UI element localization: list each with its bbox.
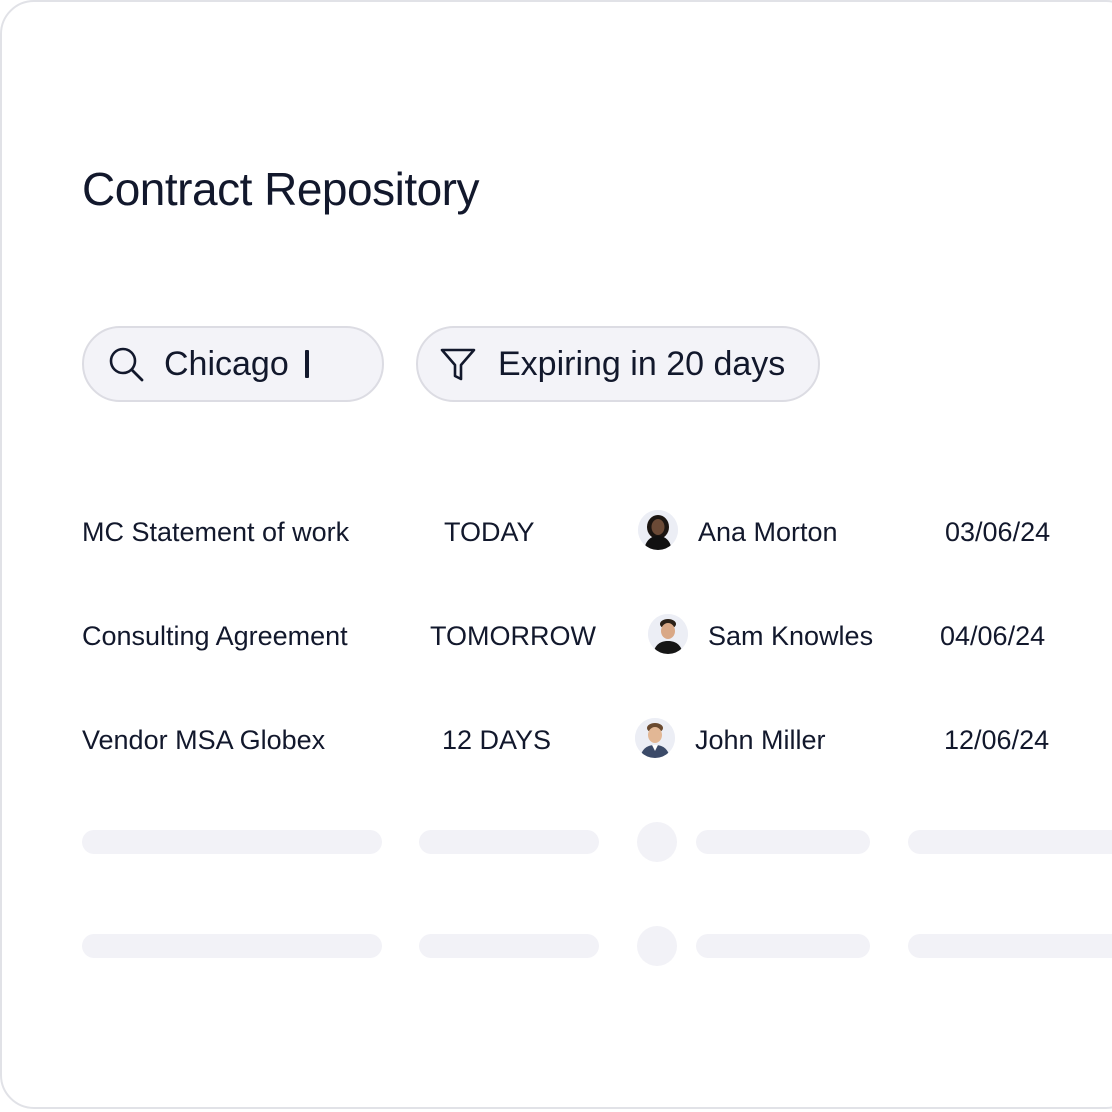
contract-owner: Ana Morton <box>698 517 838 547</box>
skeleton-bar <box>419 934 599 958</box>
filter-icon <box>440 348 476 381</box>
skeleton-bar <box>908 830 1112 854</box>
avatar-sam-knowles-icon <box>648 614 688 654</box>
skeleton-avatar <box>637 926 677 966</box>
contract-date: 03/06/24 <box>945 517 1051 547</box>
skeleton-bar <box>82 934 382 958</box>
text-cursor <box>304 350 309 378</box>
filter-label: Expiring in 20 days <box>498 344 786 383</box>
search-icon <box>109 347 144 382</box>
expiry-filter-button[interactable]: Expiring in 20 days <box>416 326 820 402</box>
contract-name: Consulting Agreement <box>82 621 348 651</box>
contract-owner: John Miller <box>695 725 826 755</box>
avatar-john-miller-icon <box>635 718 675 758</box>
avatar <box>638 510 678 550</box>
contract-due: TOMORROW <box>430 621 596 651</box>
contract-due: TODAY <box>444 517 535 547</box>
avatar <box>648 614 688 654</box>
contract-due: 12 DAYS <box>442 725 552 755</box>
page-title: Contract Repository <box>82 163 480 215</box>
contract-name: MC Statement of work <box>82 517 350 547</box>
contract-date: 12/06/24 <box>944 725 1050 755</box>
contract-owner: Sam Knowles <box>708 621 874 651</box>
search-value: Chicago <box>164 344 289 383</box>
contract-date: 04/06/24 <box>940 621 1046 651</box>
skeleton-bar <box>696 934 870 958</box>
search-input[interactable]: Chicago <box>82 326 384 402</box>
avatar-ana-morton-icon <box>638 510 678 550</box>
skeleton-bar <box>696 830 870 854</box>
skeleton-avatar <box>637 822 677 862</box>
contract-name: Vendor MSA Globex <box>82 725 326 755</box>
skeleton-bar <box>908 934 1112 958</box>
skeleton-bar <box>419 830 599 854</box>
avatar <box>635 718 675 758</box>
skeleton-bar <box>82 830 382 854</box>
